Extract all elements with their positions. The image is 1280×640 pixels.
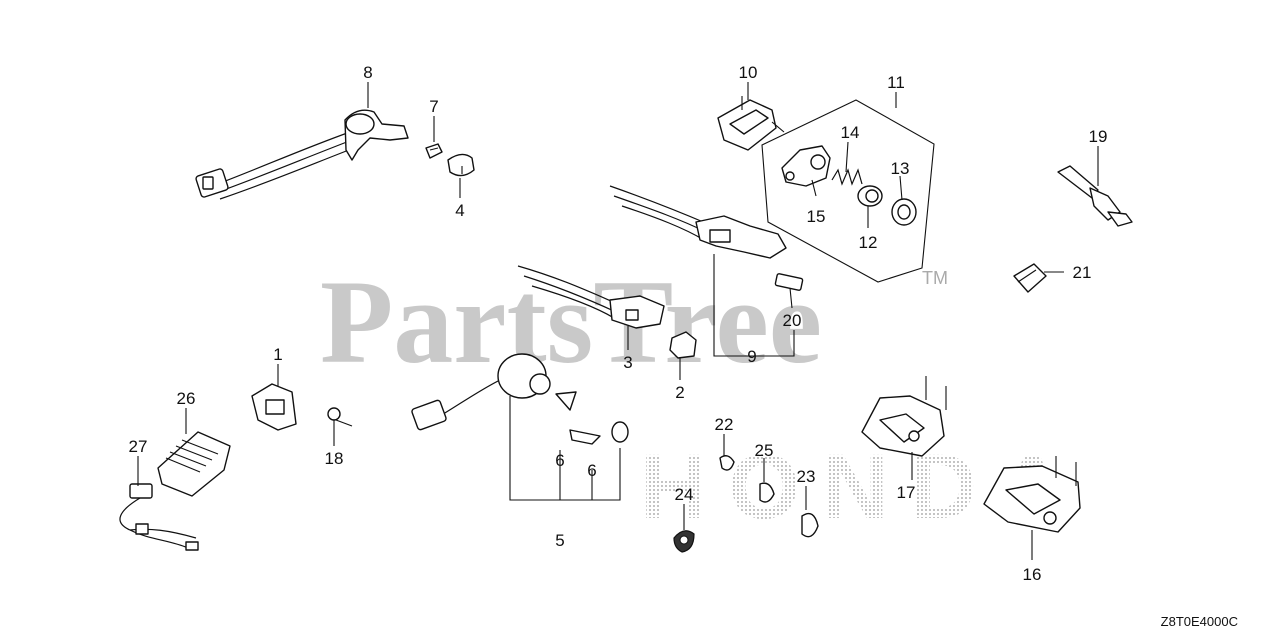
part-10-switch[interactable] (717, 96, 785, 151)
part-3-connector[interactable] (517, 265, 665, 329)
part-8-pulse-generator[interactable] (195, 109, 409, 200)
callout-24[interactable]: 24 (675, 485, 694, 504)
callout-12[interactable]: 12 (859, 233, 878, 252)
part-25-clip[interactable] (759, 482, 775, 503)
part-11-assembly-frame (761, 99, 935, 283)
callout-26[interactable]: 26 (177, 389, 196, 408)
part-15-bracket[interactable] (781, 145, 831, 187)
diagram-code: Z8T0E4000C (1161, 614, 1238, 629)
watermark-text: PartsTree (320, 255, 822, 388)
leader-lines (137, 82, 1099, 560)
part-6-ring[interactable] (611, 421, 629, 443)
part-27-wire-lead[interactable] (119, 483, 199, 551)
callout-25[interactable]: 25 (755, 441, 774, 460)
callout-4[interactable]: 4 (455, 201, 464, 220)
callout-13[interactable]: 13 (891, 159, 910, 178)
part-23-clip[interactable] (801, 512, 819, 538)
callout-1[interactable]: 1 (273, 345, 282, 364)
callout-11[interactable]: 11 (887, 73, 905, 92)
part-20-fuse[interactable] (774, 273, 804, 291)
part-26-regulator[interactable] (157, 431, 231, 497)
part-9-harness[interactable] (609, 185, 795, 357)
callout-2[interactable]: 2 (675, 383, 684, 402)
part-13-seal[interactable] (891, 198, 917, 226)
part-7-clip[interactable] (425, 143, 443, 159)
callout-21[interactable]: 21 (1073, 263, 1092, 282)
part-6-pin-a[interactable] (555, 391, 577, 500)
callout-16[interactable]: 16 (1023, 565, 1042, 584)
part-14-spring[interactable] (831, 168, 863, 186)
part-16-engine-mount[interactable] (983, 456, 1081, 533)
part-4-cap[interactable] (447, 153, 475, 177)
callout-23[interactable]: 23 (797, 467, 816, 486)
callout-20[interactable]: 20 (783, 311, 802, 330)
part-24-clamp[interactable] (673, 530, 695, 553)
callout-17[interactable]: 17 (897, 483, 916, 502)
callout-7[interactable]: 7 (429, 97, 438, 116)
callout-6-a[interactable]: 6 (555, 451, 564, 470)
callout-10[interactable]: 10 (739, 63, 758, 82)
callout-27[interactable]: 27 (129, 437, 148, 456)
part-22-clip[interactable] (719, 455, 735, 471)
callout-18[interactable]: 18 (325, 449, 344, 468)
callout-19[interactable]: 19 (1089, 127, 1108, 146)
part-6-pin-b[interactable] (569, 429, 601, 500)
watermark-tm: TM (922, 268, 948, 288)
callout-3[interactable]: 3 (623, 353, 632, 372)
callout-14[interactable]: 14 (841, 123, 860, 142)
part-2-cap[interactable] (669, 331, 697, 359)
callout-labels: 8 7 4 10 11 14 13 15 12 19 21 20 9 3 2 1… (129, 63, 1108, 584)
part-12-bushing[interactable] (857, 185, 883, 207)
part-19-spark-plug[interactable] (1057, 165, 1133, 227)
callout-8[interactable]: 8 (363, 63, 372, 82)
callout-22[interactable]: 22 (715, 415, 734, 434)
part-17-engine-mount[interactable] (861, 376, 947, 457)
part-18-bolt[interactable] (327, 407, 353, 427)
callout-9[interactable]: 9 (747, 347, 756, 366)
part-5-solenoid[interactable] (411, 353, 621, 501)
callout-6-b[interactable]: 6 (587, 461, 596, 480)
callout-15[interactable]: 15 (807, 207, 826, 226)
callout-5[interactable]: 5 (555, 531, 564, 550)
part-21-drain-plug[interactable] (1013, 263, 1047, 293)
part-1-clamp[interactable] (251, 383, 297, 431)
